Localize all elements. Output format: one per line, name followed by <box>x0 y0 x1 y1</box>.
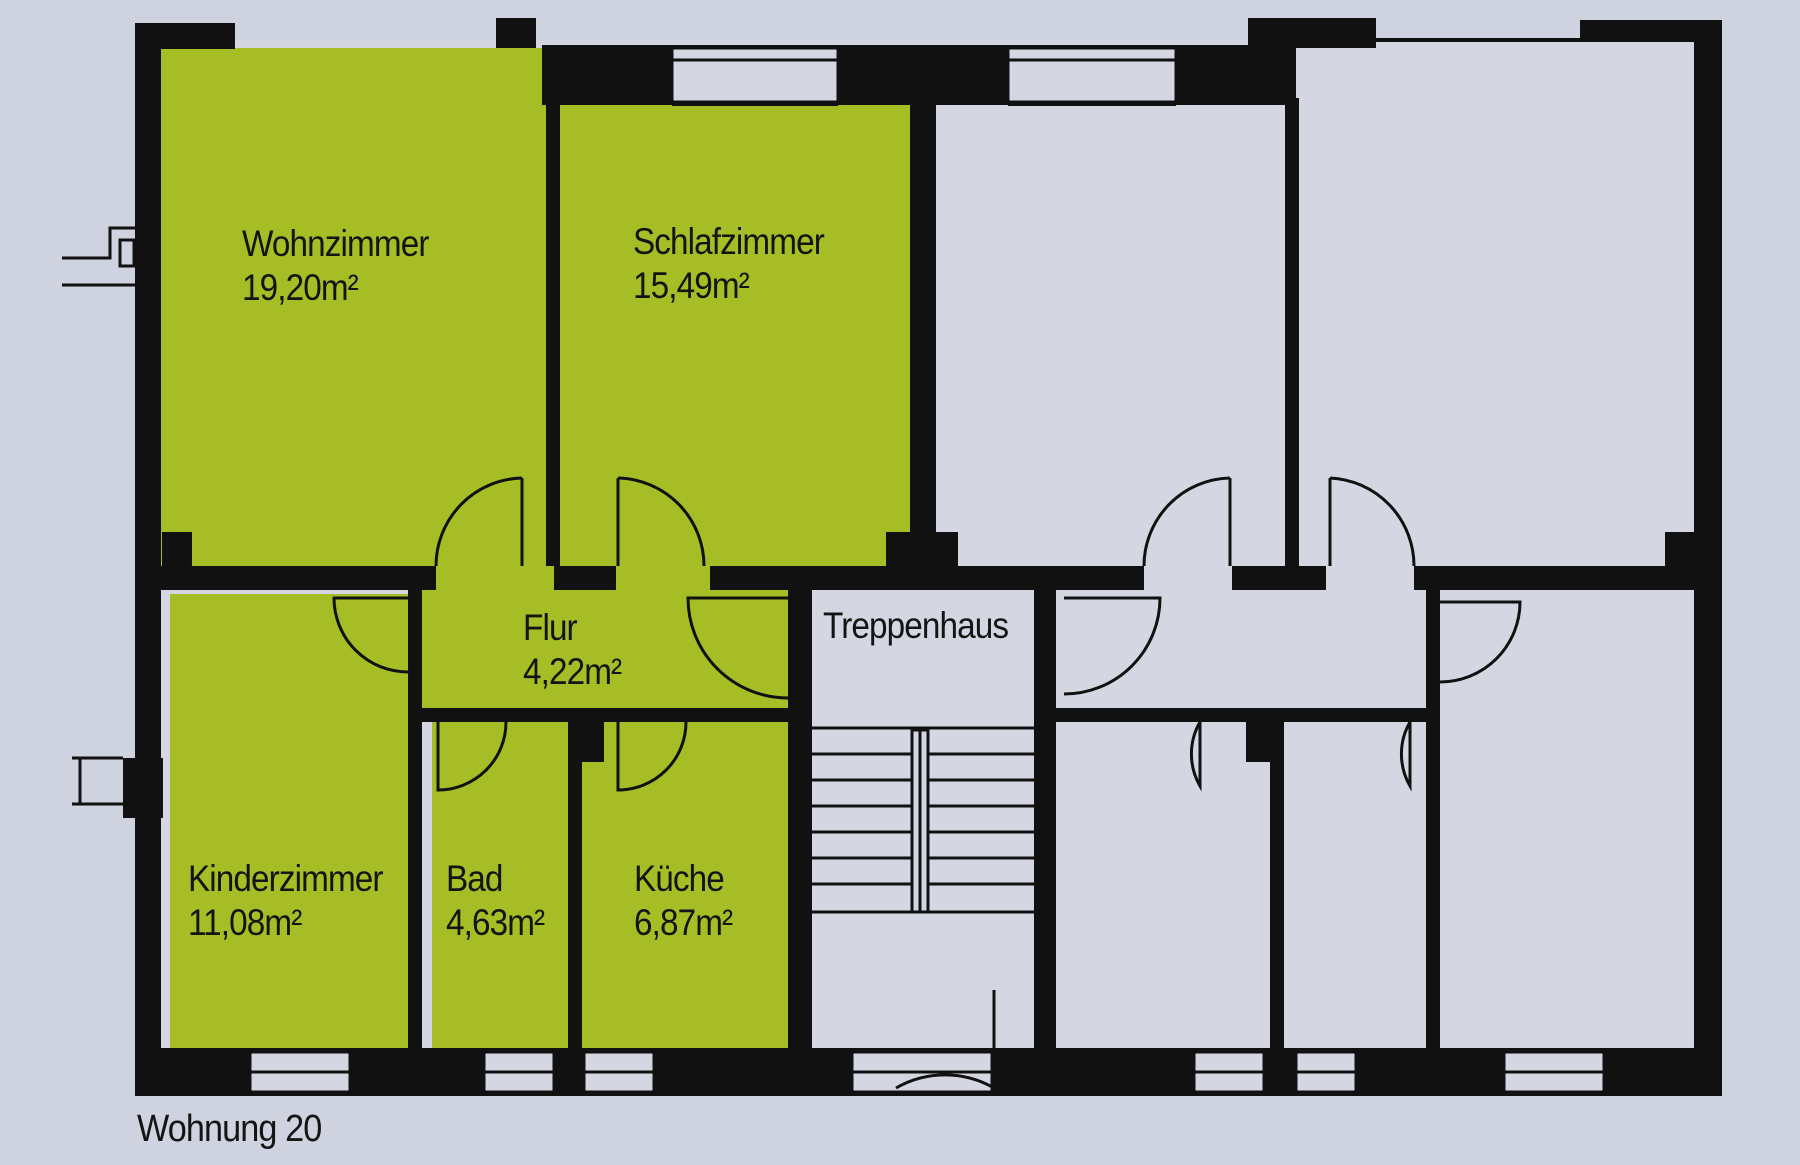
left-ledges <box>62 226 136 806</box>
room-name: Treppenhaus <box>823 605 1009 646</box>
room-name: Kinderzimmer <box>188 858 383 899</box>
label-kinderzimmer: Kinderzimmer 11,08m² <box>188 857 383 945</box>
windows-top <box>670 46 1178 104</box>
doors <box>332 476 1522 1091</box>
label-bad: Bad 4,63m² <box>446 857 545 945</box>
room-area: 11,08m² <box>188 902 302 943</box>
room-area: 19,20m² <box>242 267 359 308</box>
room-kinderzimmer[interactable] <box>170 594 418 1048</box>
room-name: Flur <box>523 607 578 648</box>
room-area: 15,49m² <box>633 265 750 306</box>
plan-caption: Wohnung 20 <box>137 1108 322 1150</box>
label-kueche: Küche 6,87m² <box>634 857 733 945</box>
room-name: Küche <box>634 858 725 899</box>
room-name: Schlafzimmer <box>633 221 825 262</box>
room-area: 4,22m² <box>523 651 622 692</box>
label-wohnzimmer: Wohnzimmer 19,20m² <box>242 222 429 310</box>
room-wohnzimmer[interactable] <box>158 48 546 566</box>
room-schlafzimmer[interactable] <box>560 98 910 566</box>
apartment-rooms <box>158 48 910 1048</box>
room-name: Bad <box>446 858 503 899</box>
staircase <box>812 726 1034 914</box>
label-schlafzimmer: Schlafzimmer 15,49m² <box>633 220 825 308</box>
room-bad[interactable] <box>432 722 568 1048</box>
room-area: 6,87m² <box>634 902 733 943</box>
room-name: Wohnzimmer <box>242 223 429 264</box>
room-kueche[interactable] <box>582 722 788 1048</box>
label-flur: Flur 4,22m² <box>523 606 622 694</box>
windows-bottom <box>248 1050 1606 1094</box>
label-treppenhaus: Treppenhaus <box>823 604 1009 648</box>
room-flur[interactable] <box>418 590 788 708</box>
room-area: 4,63m² <box>446 902 545 943</box>
